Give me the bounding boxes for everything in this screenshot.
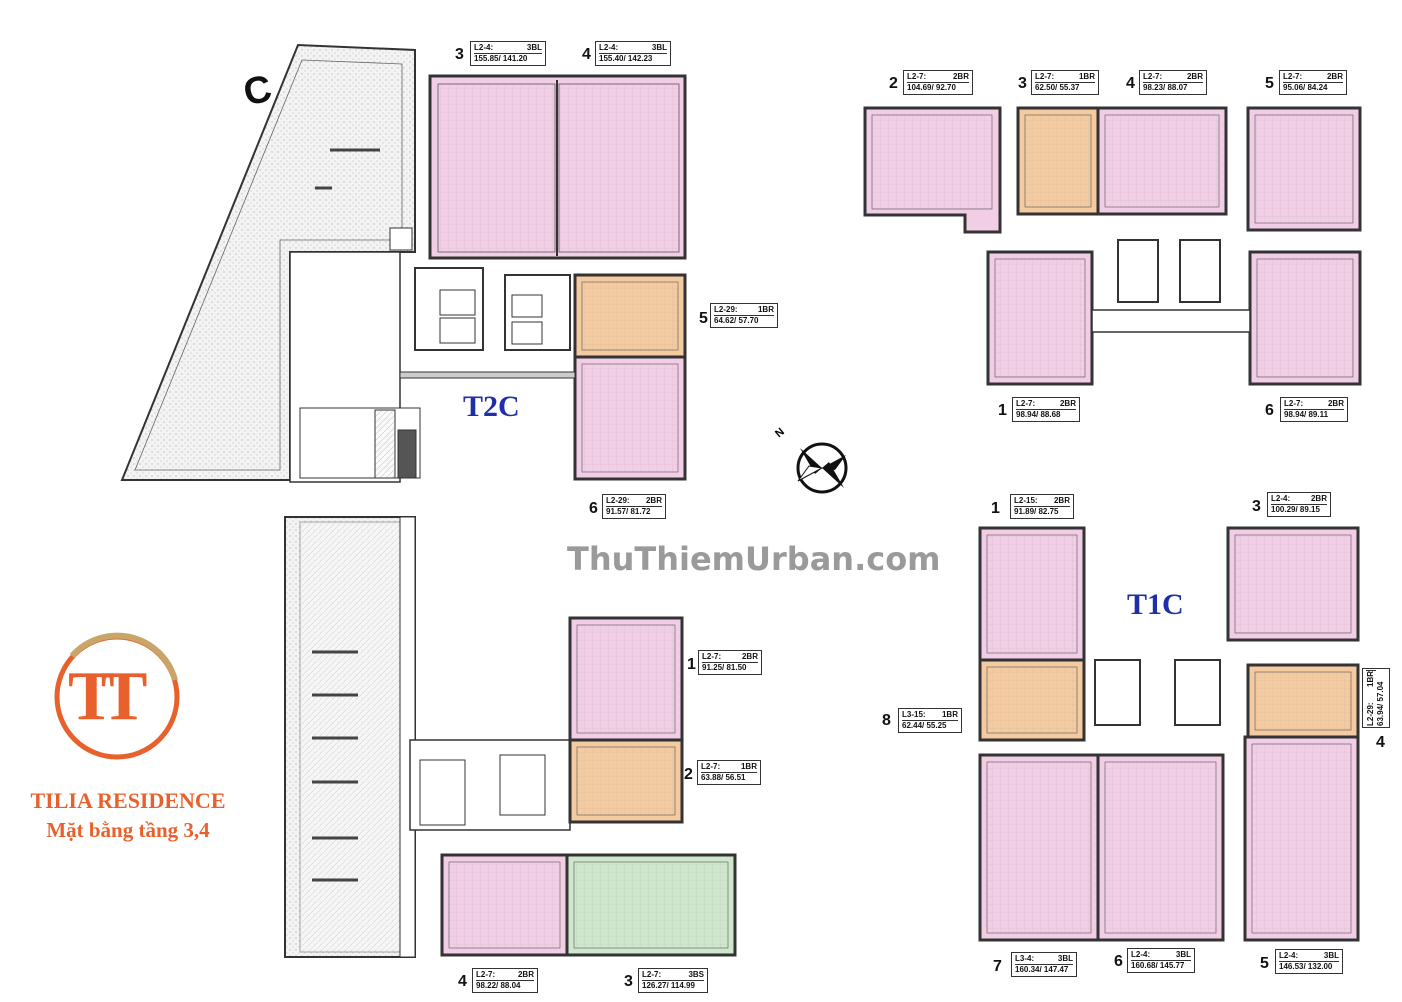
unit-label: L2-7:2BR 95.06/ 84.24	[1279, 70, 1347, 95]
unit-number: 2	[889, 75, 898, 92]
top-right-tower	[863, 106, 1362, 386]
unit-label: L2-7:1BR 62.50/ 55.37	[1031, 70, 1099, 95]
compass-rose	[796, 442, 848, 494]
unit-number: 6	[1114, 953, 1123, 970]
watermark: ThuThiemUrban.com	[567, 540, 941, 578]
unit-number: 4	[1376, 734, 1385, 751]
unit-number: 2	[684, 766, 693, 783]
unit-number: 4	[582, 46, 591, 63]
unit-label: L2-7:2BR 91.25/ 81.50	[698, 650, 762, 675]
project-name: TILIA RESIDENCE	[30, 788, 226, 813]
unit-label: L2-7:2BR 98.22/ 88.04	[472, 968, 538, 993]
unit-number: 5	[1265, 75, 1274, 92]
unit-label: L2-7:2BR 104.69/ 92.70	[903, 70, 973, 95]
unit-label: L2-7:2BR 98.94/ 88.68	[1012, 397, 1080, 422]
t1c-building	[978, 526, 1360, 942]
bottom-left-podium	[284, 516, 571, 958]
unit-number: 5	[699, 310, 708, 327]
unit-label: L2-4:3BL 155.40/ 142.23	[595, 41, 671, 66]
unit-number: 6	[1265, 402, 1274, 419]
block-c-podium	[120, 43, 421, 483]
unit-label: L2-4:3BL 146.53/ 132.00	[1275, 949, 1343, 974]
unit-label: L3-4:3BL 160.34/ 147.47	[1011, 952, 1077, 977]
unit-number: 1	[687, 656, 696, 673]
bottom-left-units	[440, 616, 737, 957]
unit-number: 1	[998, 402, 1007, 419]
unit-label: L2-29:1BR 64.62/ 57.70	[710, 303, 778, 328]
unit-label: L2-7:2BR 98.23/ 88.07	[1139, 70, 1207, 95]
unit-label: L2-4:2BR 100.29/ 89.15	[1267, 492, 1331, 517]
project-subtitle: Mặt bằng tầng 3,4	[46, 818, 210, 842]
unit-label: L3-15:1BR 62.44/ 55.25	[898, 708, 962, 733]
unit-number: 6	[589, 500, 598, 517]
brand-logo-text: TT	[68, 658, 147, 735]
unit-number: 3	[624, 973, 633, 990]
unit-label: L2-7:3BS 126.27/ 114.99	[638, 968, 708, 993]
unit-number: 4	[1126, 75, 1135, 92]
t2c-building	[399, 74, 687, 481]
unit-label: L2-7:2BR 98.94/ 89.11	[1280, 397, 1348, 422]
brand-logo: TT	[68, 657, 147, 737]
unit-label: L2-4:3BL 160.68/ 145.77	[1127, 948, 1195, 973]
unit-number: 8	[882, 712, 891, 729]
unit-label: L2-4:3BL 155.85/ 141.20	[470, 41, 546, 66]
unit-label: L2-29:1BR 63.94/ 57.04	[1362, 668, 1390, 728]
t2c-label: T2C	[463, 390, 520, 423]
unit-number: 5	[1260, 955, 1269, 972]
unit-label: L2-29:2BR 91.57/ 81.72	[602, 494, 666, 519]
brand-logo-ring	[54, 632, 180, 760]
unit-number: 7	[993, 958, 1002, 975]
unit-number: 3	[455, 46, 464, 63]
unit-number: 3	[1252, 498, 1261, 515]
unit-label: L2-7:1BR 63.88/ 56.51	[697, 760, 761, 785]
unit-number: 4	[458, 973, 467, 990]
t1c-label: T1C	[1127, 588, 1184, 621]
unit-number: 3	[1018, 75, 1027, 92]
unit-label: L2-15:2BR 91.89/ 82.75	[1010, 494, 1074, 519]
unit-number: 1	[991, 500, 1000, 517]
